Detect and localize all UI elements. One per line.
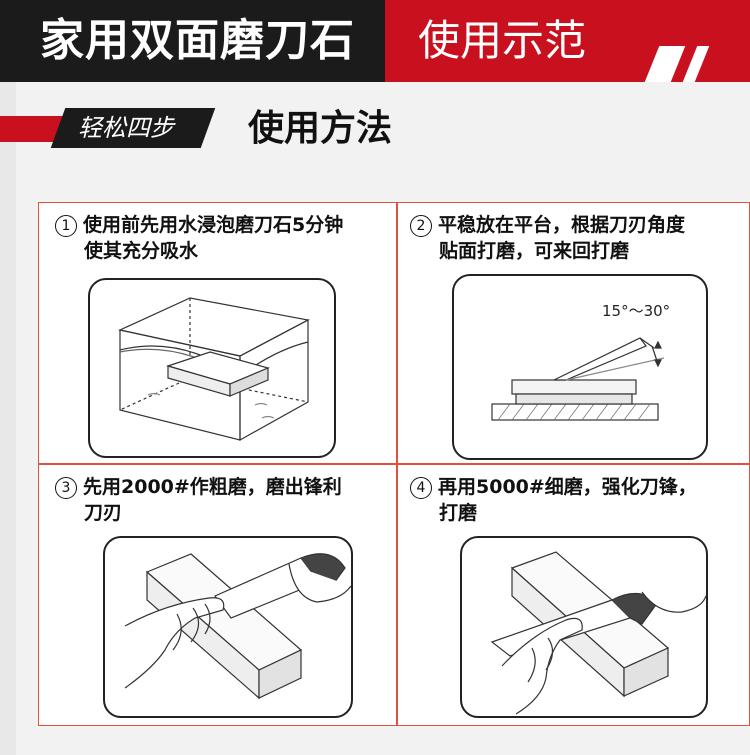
- coarse-grind-icon: [124, 553, 351, 700]
- step-1-illustration: [88, 278, 336, 458]
- angle-label: 15°～30°: [602, 302, 670, 320]
- fine-grind-icon: [490, 551, 706, 715]
- step-number: 3: [55, 477, 77, 499]
- step-number: 4: [410, 477, 432, 499]
- step-4-illustration: [460, 536, 708, 718]
- side-strip: [0, 82, 16, 755]
- angle-sharpening-icon: 15°～30°: [491, 302, 670, 421]
- step-3-illustration: [103, 536, 353, 718]
- steps-badge: 轻松四步: [0, 108, 220, 148]
- banner-title: 家用双面磨刀石: [40, 15, 355, 66]
- water-soak-icon: [118, 297, 310, 442]
- header-banner: 家用双面磨刀石 使用示范: [0, 0, 750, 82]
- step-2-illustration: 15°～30°: [452, 274, 708, 460]
- banner-dark-panel: [0, 0, 385, 82]
- steps-badge-label: 轻松四步: [78, 114, 174, 142]
- step-number: 2: [410, 215, 432, 237]
- section-title: 使用方法: [248, 108, 393, 149]
- step-number: 1: [55, 215, 77, 237]
- banner-subtitle: 使用示范: [418, 16, 587, 65]
